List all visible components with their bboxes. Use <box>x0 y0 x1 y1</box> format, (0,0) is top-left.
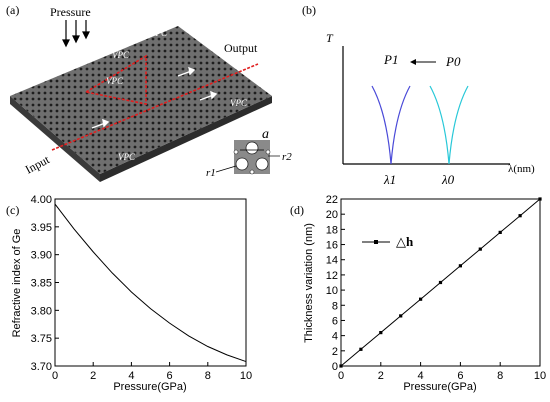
d-y-ticks: 0 2 4 6 8 10 12 14 16 18 20 22 <box>326 194 345 373</box>
d-data-point <box>339 364 343 368</box>
d-y-tick-label: 16 <box>326 240 338 252</box>
c-x-tick-label: 2 <box>90 370 96 382</box>
c-y-tick-label: 3.90 <box>31 250 52 262</box>
d-data-point <box>379 331 383 335</box>
c-y-tick-label: 3.95 <box>31 222 52 234</box>
d-data-point <box>498 230 502 234</box>
panel-c: (c) 0 2 4 6 8 10 3.70 3.75 3.80 3.85 3.90 3.95 4.00… <box>6 194 252 393</box>
pressure-label: Pressure <box>50 5 91 19</box>
d-y-tick-label: 2 <box>332 346 338 358</box>
c-y-tick-label: 4.00 <box>31 194 52 206</box>
c-y-tick-label: 3.75 <box>31 333 52 345</box>
d-y-tick-label: 6 <box>332 315 338 327</box>
shift-arrow-head <box>410 59 416 65</box>
d-x-tick-label: 0 <box>338 370 344 382</box>
d-data-point <box>399 314 403 318</box>
panel-a-tag: (a) <box>6 3 19 17</box>
d-data-point <box>478 247 482 251</box>
b-p1-label: P1 <box>383 52 398 67</box>
d-data-point <box>458 264 462 268</box>
d-y-tick-label: 0 <box>332 361 338 373</box>
d-x-tick-label: 8 <box>497 370 503 382</box>
transmission-curve-p0 <box>429 85 469 165</box>
d-y-tick-label: 22 <box>326 194 338 206</box>
c-xlabel: Pressure(GPa) <box>113 381 186 393</box>
inset-a-label: a <box>262 127 269 142</box>
b-ylabel: T <box>326 31 334 45</box>
c-x-tick-label: 10 <box>240 370 252 382</box>
d-x-tick-label: 2 <box>378 370 384 382</box>
panel-d-tag: (d) <box>290 203 304 217</box>
c-y-tick-label: 3.70 <box>31 361 52 373</box>
panel-c-tag: (c) <box>6 203 19 217</box>
output-label: Output <box>224 41 258 55</box>
c-plot-frame <box>54 198 247 367</box>
panel-b: (b) T λ(nm) P1 P0 λ1 λ0 <box>302 3 535 187</box>
c-x-tick-label: 8 <box>205 370 211 382</box>
c-ylabel: Refractive index of Ge <box>11 229 23 338</box>
d-x-tick-label: 10 <box>534 370 546 382</box>
vpc-label-triangle: VPC <box>106 76 124 86</box>
b-lambda1-label: λ1 <box>383 172 396 187</box>
c-series-line <box>54 203 247 363</box>
c-y-ticks: 3.70 3.75 3.80 3.85 3.90 3.95 4.00 <box>31 194 59 373</box>
d-data-point <box>518 214 522 218</box>
d-legend-marker <box>374 240 378 244</box>
c-series <box>54 203 247 363</box>
slab-side-left <box>10 96 100 182</box>
d-y-tick-label: 18 <box>326 224 338 236</box>
c-x-ticks: 0 2 4 6 8 10 <box>52 362 252 382</box>
panel-a: (a) VPC VPC VPC VPC VPC Pressure Output … <box>6 3 292 182</box>
flow-arrows <box>91 66 218 129</box>
d-ylabel: Thickness variation (nm) <box>303 223 315 343</box>
inset-r1-label: r1 <box>206 167 216 179</box>
d-y-tick-label: 10 <box>326 285 338 297</box>
vpc-label-right: VPC <box>230 98 248 108</box>
vpc-label-inner: VPC <box>112 50 130 60</box>
d-legend: △h <box>362 234 414 249</box>
panel-b-tag: (b) <box>302 3 316 17</box>
d-y-tick-label: 8 <box>332 300 338 312</box>
d-y-tick-label: 4 <box>332 331 338 343</box>
d-y-tick-label: 20 <box>326 209 338 221</box>
d-plot-frame <box>340 198 541 367</box>
c-x-tick-label: 0 <box>52 370 58 382</box>
c-x-tick-label: 4 <box>128 370 134 382</box>
photonic-crystal-slab <box>10 26 272 174</box>
vpc-label-top: VPC <box>150 28 168 38</box>
input-label: Input <box>23 152 53 177</box>
d-x-ticks: 0 2 4 6 8 10 <box>338 362 546 382</box>
unit-cell-inset <box>215 140 280 175</box>
pressure-arrows <box>62 20 90 48</box>
inset-r2-label: r2 <box>282 151 292 163</box>
slab-side-right <box>100 96 272 182</box>
c-y-tick-label: 3.85 <box>31 278 52 290</box>
b-xlabel: λ(nm) <box>508 163 535 175</box>
d-xlabel: Pressure(GPa) <box>403 381 476 393</box>
d-x-tick-label: 4 <box>418 370 424 382</box>
b-lambda0-label: λ0 <box>441 172 455 187</box>
d-data-point <box>419 297 423 301</box>
d-data-point <box>359 347 363 351</box>
d-x-tick-label: 6 <box>457 370 463 382</box>
straight-waveguide <box>51 63 259 151</box>
d-data-point <box>538 197 542 201</box>
d-data-point <box>438 280 443 285</box>
d-series <box>339 197 542 368</box>
d-y-tick-label: 14 <box>326 255 338 267</box>
c-y-tick-label: 3.80 <box>31 305 52 317</box>
d-legend-label: △h <box>396 234 414 249</box>
b-p0-label: P0 <box>445 54 461 69</box>
transmission-curve-p1 <box>371 85 411 165</box>
vpc-label-bottom: VPC <box>118 152 136 162</box>
c-x-tick-label: 6 <box>167 370 173 382</box>
triangle-resonator <box>83 54 147 105</box>
d-y-tick-label: 12 <box>326 270 338 282</box>
